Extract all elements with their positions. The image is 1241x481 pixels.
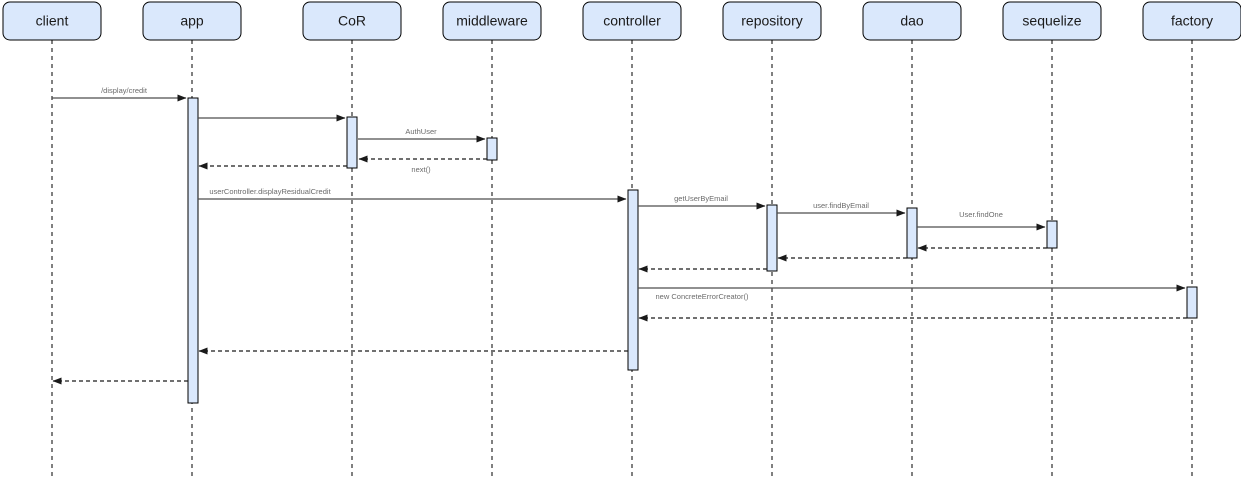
message-label-m8: user.findByEmail (813, 201, 869, 210)
participant-box-middleware[interactable] (442, 1, 542, 41)
participant-box-cor[interactable] (302, 1, 402, 41)
participant-label-repository: repository (741, 13, 802, 29)
activation-bar-repository (766, 204, 778, 272)
participant-app[interactable]: app (142, 1, 242, 41)
participant-client[interactable]: client (2, 1, 102, 41)
participant-label-middleware: middleware (456, 13, 528, 29)
participant-dao[interactable]: dao (862, 1, 962, 41)
activation-bar-factory (1186, 286, 1198, 319)
participant-label-app: app (180, 13, 204, 29)
participant-label-controller: controller (603, 13, 661, 29)
activation-bar-cor (346, 116, 358, 169)
message-label-m1: /display/credit (101, 86, 148, 95)
participant-box-controller[interactable] (582, 1, 682, 41)
participants-layer: client app CoR middleware controller reposito… (2, 1, 1241, 41)
activation-bar-controller (627, 189, 639, 371)
lifelines-layer (51, 40, 1193, 478)
participant-label-dao: dao (900, 13, 924, 29)
activation-bars-layer (187, 97, 1198, 404)
activation-bar-middleware (486, 137, 498, 161)
message-label-m4: next() (411, 165, 431, 174)
participant-middleware[interactable]: middleware (442, 1, 542, 41)
participant-sequelize[interactable]: sequelize (1002, 1, 1102, 41)
participant-box-factory[interactable] (1142, 1, 1241, 41)
participant-box-repository[interactable] (722, 1, 822, 41)
participant-label-sequelize: sequelize (1022, 13, 1081, 29)
activation-bar-app (187, 97, 199, 404)
participant-box-dao[interactable] (862, 1, 962, 41)
participant-label-client: client (36, 13, 69, 29)
activation-bar-dao (906, 207, 918, 259)
activation-bar-sequelize (1046, 220, 1058, 249)
participant-box-client[interactable] (2, 1, 102, 41)
participant-factory[interactable]: factory (1142, 1, 1241, 41)
participant-repository[interactable]: repository (722, 1, 822, 41)
participant-box-sequelize[interactable] (1002, 1, 1102, 41)
participant-box-app[interactable] (142, 1, 242, 41)
message-label-m3: AuthUser (405, 127, 437, 136)
participant-cor[interactable]: CoR (302, 1, 402, 41)
participant-controller[interactable]: controller (582, 1, 682, 41)
message-label-m9: User.findOne (959, 210, 1003, 219)
participant-label-cor: CoR (338, 13, 366, 29)
message-label-m13: new ConcreteErrorCreator() (656, 292, 749, 301)
message-label-m7: getUserByEmail (674, 194, 728, 203)
message-label-m6: userController.displayResidualCredit (209, 187, 331, 196)
participant-label-factory: factory (1171, 13, 1213, 29)
